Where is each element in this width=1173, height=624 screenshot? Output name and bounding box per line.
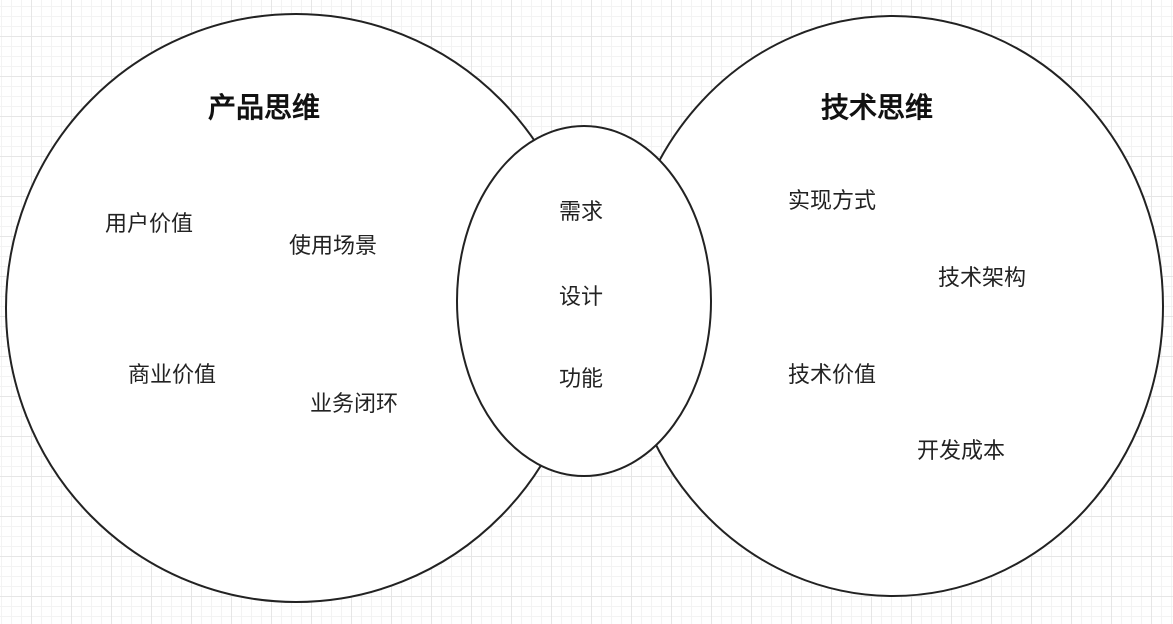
tech-thinking-title: 技术思维 xyxy=(821,91,934,124)
business-value-label: 商业价值 xyxy=(128,363,217,388)
business-loop-label: 业务闭环 xyxy=(310,392,399,417)
tech-architecture-label: 技术架构 xyxy=(938,266,1027,291)
tech-value-label: 技术价值 xyxy=(788,363,877,388)
feature-label: 功能 xyxy=(559,367,604,392)
center-ellipse xyxy=(456,125,712,477)
product-thinking-title: 产品思维 xyxy=(208,91,321,124)
user-value-label: 用户价值 xyxy=(105,212,194,237)
dev-cost-label: 开发成本 xyxy=(917,439,1006,464)
usage-scenario-label: 使用场景 xyxy=(289,234,378,259)
design-label: 设计 xyxy=(559,285,604,310)
implementation-label: 实现方式 xyxy=(788,189,877,214)
requirement-label: 需求 xyxy=(559,200,604,225)
